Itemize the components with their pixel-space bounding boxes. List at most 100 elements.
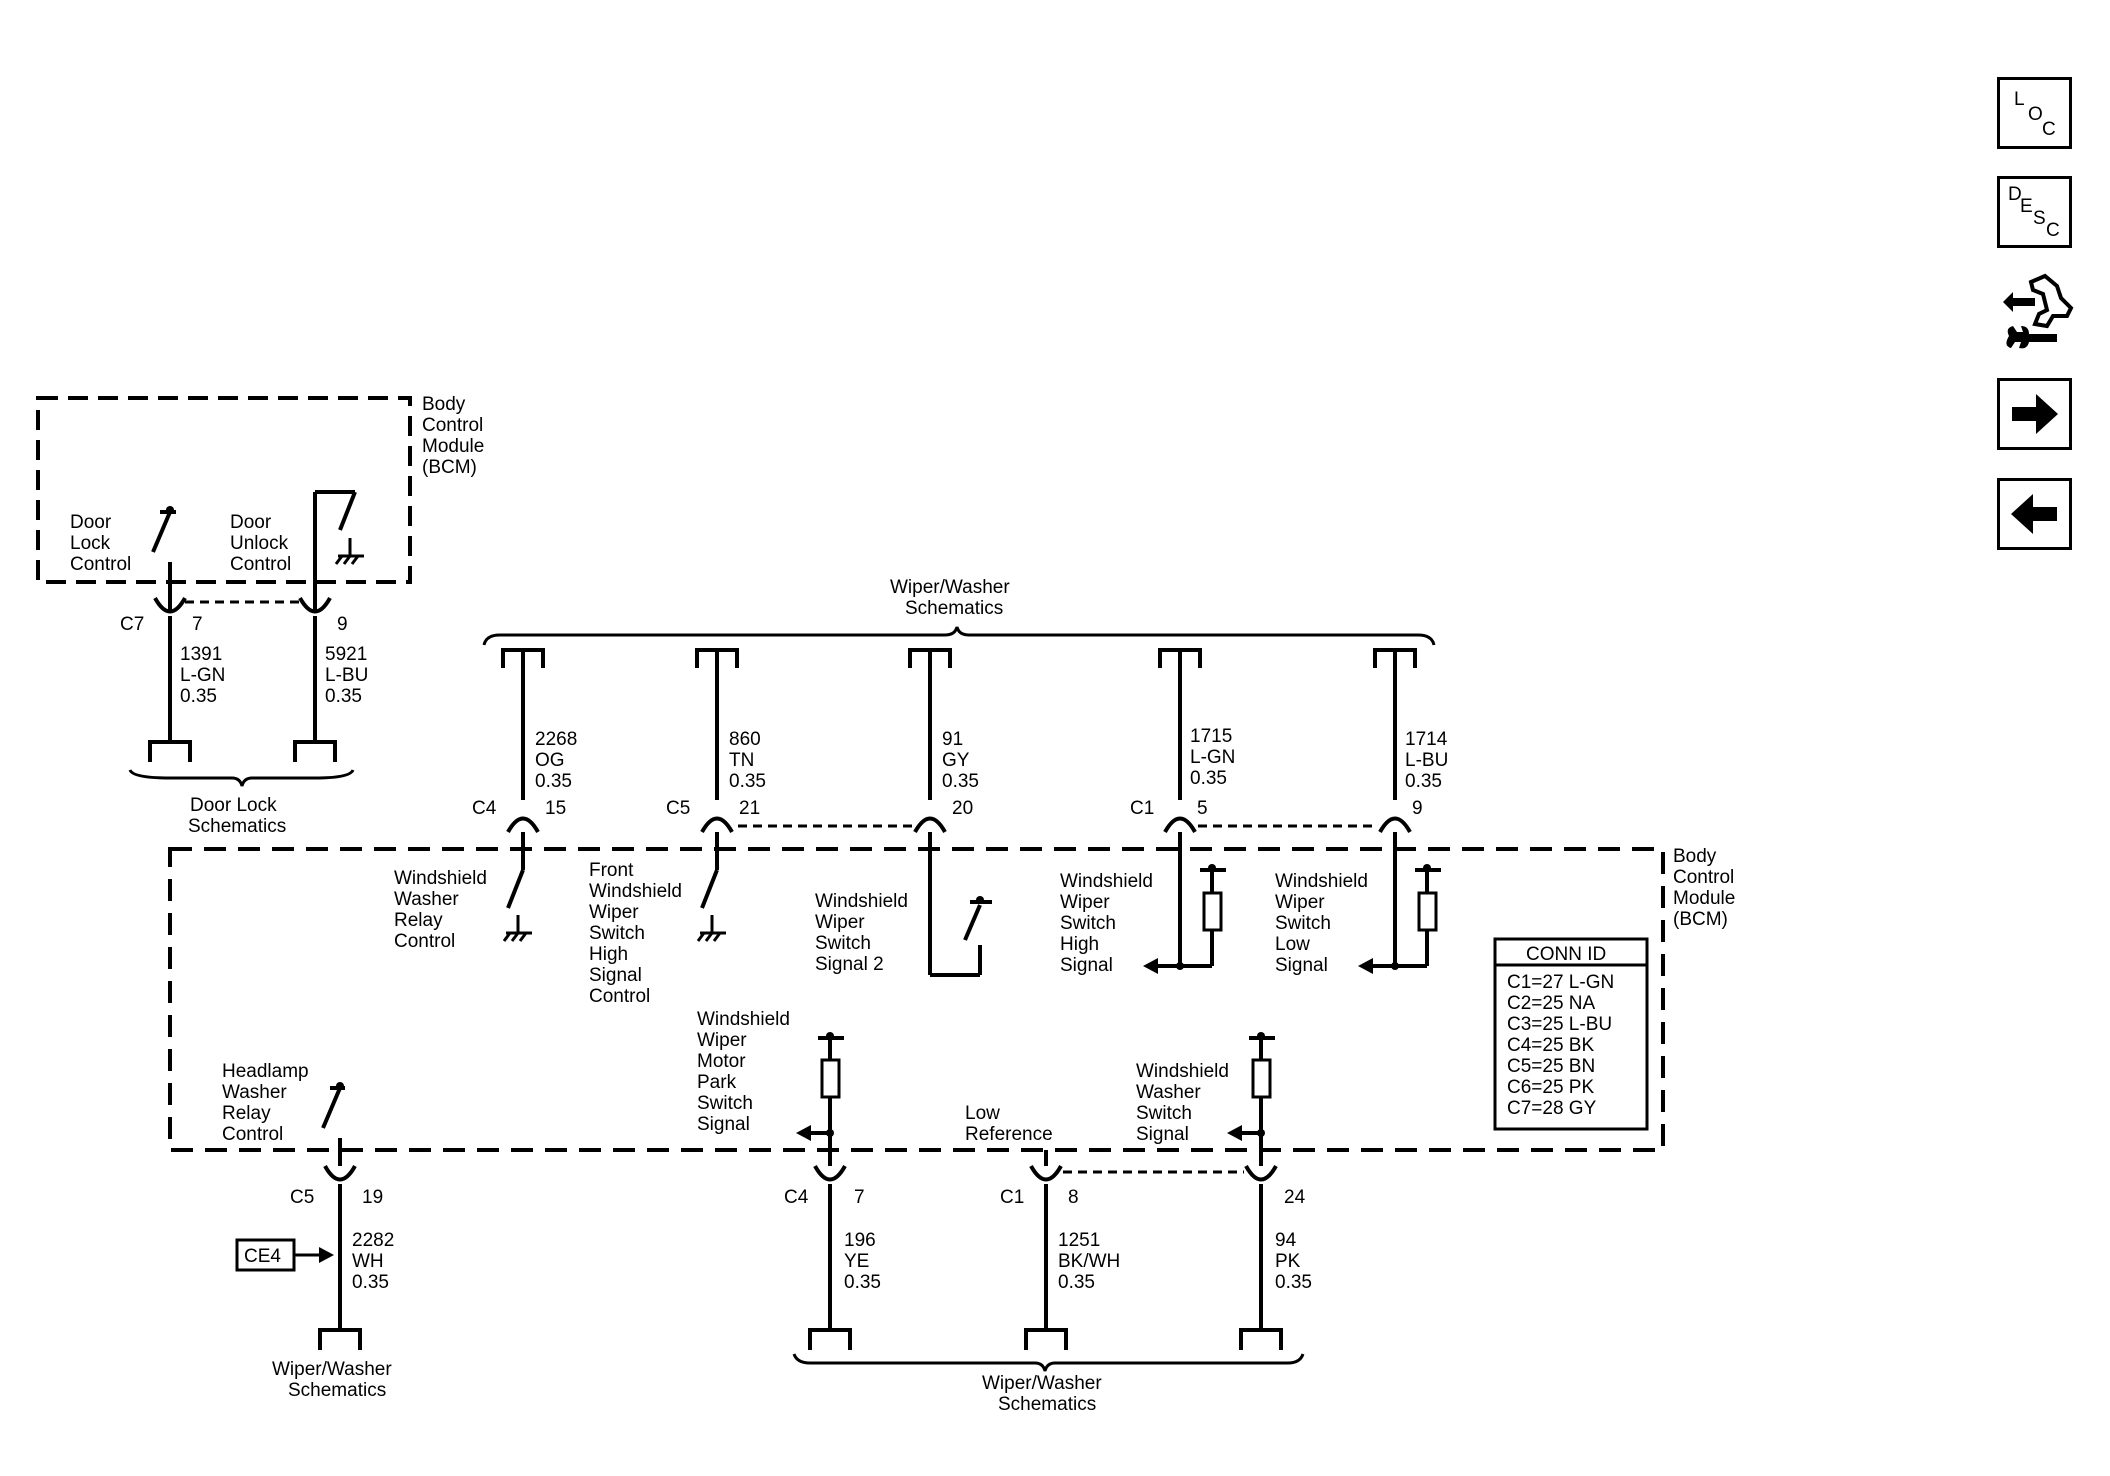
wiper-signal2-contact (976, 896, 984, 904)
park-switch-label: Windshield Wiper Motor Park Switch Signa… (697, 1009, 790, 1135)
svg-text:Signal: Signal (1275, 955, 1328, 976)
svg-text:Switch: Switch (589, 923, 645, 944)
wiper-low-resistor-icon (1417, 891, 1438, 932)
washer-switch-resistor-icon (1251, 1058, 1272, 1099)
c5-top-label: C5 (666, 798, 690, 819)
wire-2268: 2268 OG 0.35 (535, 729, 577, 792)
door-lock-switch-contact (166, 506, 174, 514)
park-switch-circuit (810, 1036, 844, 1166)
svg-text:0.35: 0.35 (535, 771, 572, 792)
svg-text:Schematics: Schematics (905, 598, 1003, 619)
ce4-reference[interactable]: CE4 (235, 1238, 296, 1272)
svg-text:Door Lock: Door Lock (190, 795, 277, 816)
loc-letter-o: O (2028, 104, 2043, 125)
wire-2282: 2282 WH 0.35 (352, 1230, 394, 1293)
wiper-bottom-label: Wiper/Washer Schematics (982, 1373, 1102, 1415)
wiper-high-control-label: Front Windshield Wiper Switch High Signa… (589, 860, 682, 1007)
back-arrow-icon (2011, 494, 2057, 534)
svg-text:YE: YE (844, 1251, 869, 1272)
svg-text:Control: Control (1673, 867, 1734, 888)
wiper-bottom-connectors (318, 1328, 1283, 1350)
wiper-signal2-label: Windshield Wiper Switch Signal 2 (815, 891, 908, 975)
svg-text:Schematics: Schematics (288, 1380, 386, 1401)
park-switch-junction (826, 1129, 834, 1137)
svg-text:TN: TN (729, 750, 754, 771)
svg-text:Low: Low (1275, 934, 1310, 955)
top-connectors (506, 816, 1412, 834)
wire-1714: 1714 L-BU 0.35 (1405, 729, 1448, 792)
washer-switch-label: Windshield Washer Switch Signal (1136, 1061, 1229, 1145)
wire-91: 91 GY 0.35 (942, 729, 979, 792)
svg-text:Reference: Reference (965, 1124, 1053, 1145)
svg-text:Body: Body (1673, 846, 1717, 867)
low-reference-label: Low Reference (965, 1103, 1053, 1145)
svg-text:Windshield: Windshield (394, 868, 487, 889)
wire-94: 94 PK 0.35 (1275, 1230, 1312, 1293)
svg-text:1714: 1714 (1405, 729, 1448, 750)
svg-text:2282: 2282 (352, 1230, 394, 1251)
svg-text:Windshield: Windshield (1275, 871, 1368, 892)
svg-text:Wiper/Washer: Wiper/Washer (890, 577, 1010, 598)
door-lock-label: Door Lock Control (70, 512, 131, 575)
wiper-high-arrow-icon (1143, 958, 1158, 974)
conn-id-row: C6=25 PK (1507, 1077, 1594, 1098)
pin-20: 20 (952, 798, 973, 819)
svg-text:Wiper/Washer: Wiper/Washer (272, 1359, 392, 1380)
svg-text:0.35: 0.35 (1405, 771, 1442, 792)
washer-relay-switch (506, 832, 525, 909)
svg-text:PK: PK (1275, 1251, 1301, 1272)
c1-pin-8: 8 (1068, 1187, 1079, 1208)
bottom-connectors (323, 1164, 1278, 1182)
loc-button[interactable]: L O C (1997, 77, 2072, 149)
svg-text:Washer: Washer (394, 889, 459, 910)
svg-text:Windshield: Windshield (815, 891, 908, 912)
bottom-circuit-wires (338, 1184, 1263, 1330)
svg-text:0.35: 0.35 (729, 771, 766, 792)
svg-text:Switch: Switch (1136, 1103, 1192, 1124)
desc-letter-c: C (2046, 220, 2060, 241)
svg-text:860: 860 (729, 729, 761, 750)
svg-text:Washer: Washer (222, 1082, 287, 1103)
washer-switch-pullup-dot (1257, 1032, 1265, 1040)
svg-text:0.35: 0.35 (1275, 1272, 1312, 1293)
desc-letter-s: S (2033, 208, 2046, 229)
c7-pin-7: 7 (192, 614, 203, 635)
door-unlock-switch (313, 490, 357, 612)
svg-text:0.35: 0.35 (325, 686, 362, 707)
svg-text:Wiper/Washer: Wiper/Washer (982, 1373, 1102, 1394)
wiper-low-signal-label: Windshield Wiper Switch Low Signal (1275, 871, 1368, 976)
svg-text:Lock: Lock (70, 533, 111, 554)
svg-text:Module: Module (422, 436, 484, 457)
next-button[interactable] (1997, 378, 2072, 450)
c5-pin-19: 19 (362, 1187, 383, 1208)
c7-pin-9: 9 (337, 614, 348, 635)
back-button[interactable] (1997, 478, 2072, 550)
wiring-tool-icon[interactable] (1995, 272, 2077, 357)
wire-5921: 5921 L-BU 0.35 (325, 644, 368, 707)
conn-id-row: C3=25 L-BU (1507, 1014, 1612, 1035)
loc-letter-l: L (2014, 89, 2025, 110)
svg-text:Signal: Signal (1060, 955, 1113, 976)
desc-button[interactable]: D E S C (1997, 176, 2072, 248)
door-lock-switch (151, 510, 176, 612)
wiper-high-pullup-dot (1208, 864, 1216, 872)
svg-text:1715: 1715 (1190, 726, 1232, 747)
headlamp-washer-switch (321, 1086, 345, 1166)
svg-text:(BCM): (BCM) (1673, 909, 1728, 930)
svg-text:0.35: 0.35 (1058, 1272, 1095, 1293)
desc-letter-e: E (2020, 196, 2033, 217)
park-switch-arrow-icon (796, 1125, 811, 1141)
svg-text:Wiper: Wiper (697, 1030, 747, 1051)
bcm-main-label: Body Control Module (BCM) (1673, 846, 1735, 930)
c4-pin-15: 15 (545, 798, 566, 819)
svg-text:OG: OG (535, 750, 565, 771)
svg-text:0.35: 0.35 (352, 1272, 389, 1293)
svg-text:Door: Door (70, 512, 112, 533)
svg-text:High: High (1060, 934, 1099, 955)
door-unlock-ground-icon (334, 538, 364, 565)
conn-id-row: C7=28 GY (1507, 1098, 1597, 1119)
svg-text:L-GN: L-GN (1190, 747, 1235, 768)
svg-text:0.35: 0.35 (942, 771, 979, 792)
wiper-high-signal-label: Windshield Wiper Switch High Signal (1060, 871, 1153, 976)
svg-text:Schematics: Schematics (188, 816, 286, 837)
